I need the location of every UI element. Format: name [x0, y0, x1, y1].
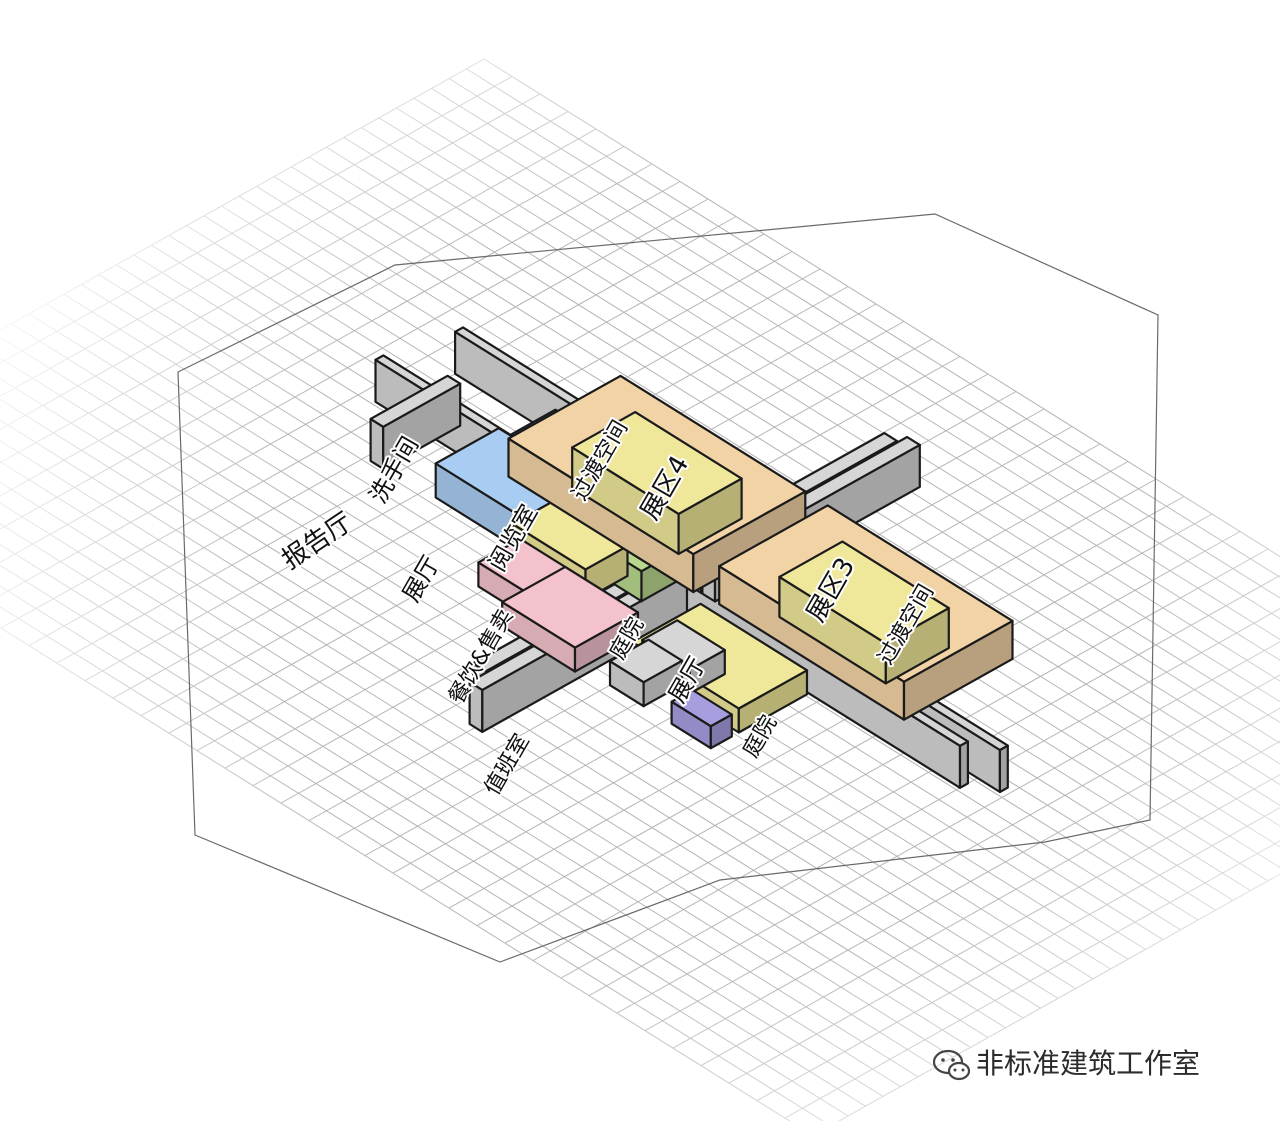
- wall-se-1-face-right: [1000, 746, 1008, 792]
- watermark-text: 非标准建筑工作室: [976, 1047, 1200, 1080]
- wall-se-2-face-right: [960, 741, 968, 787]
